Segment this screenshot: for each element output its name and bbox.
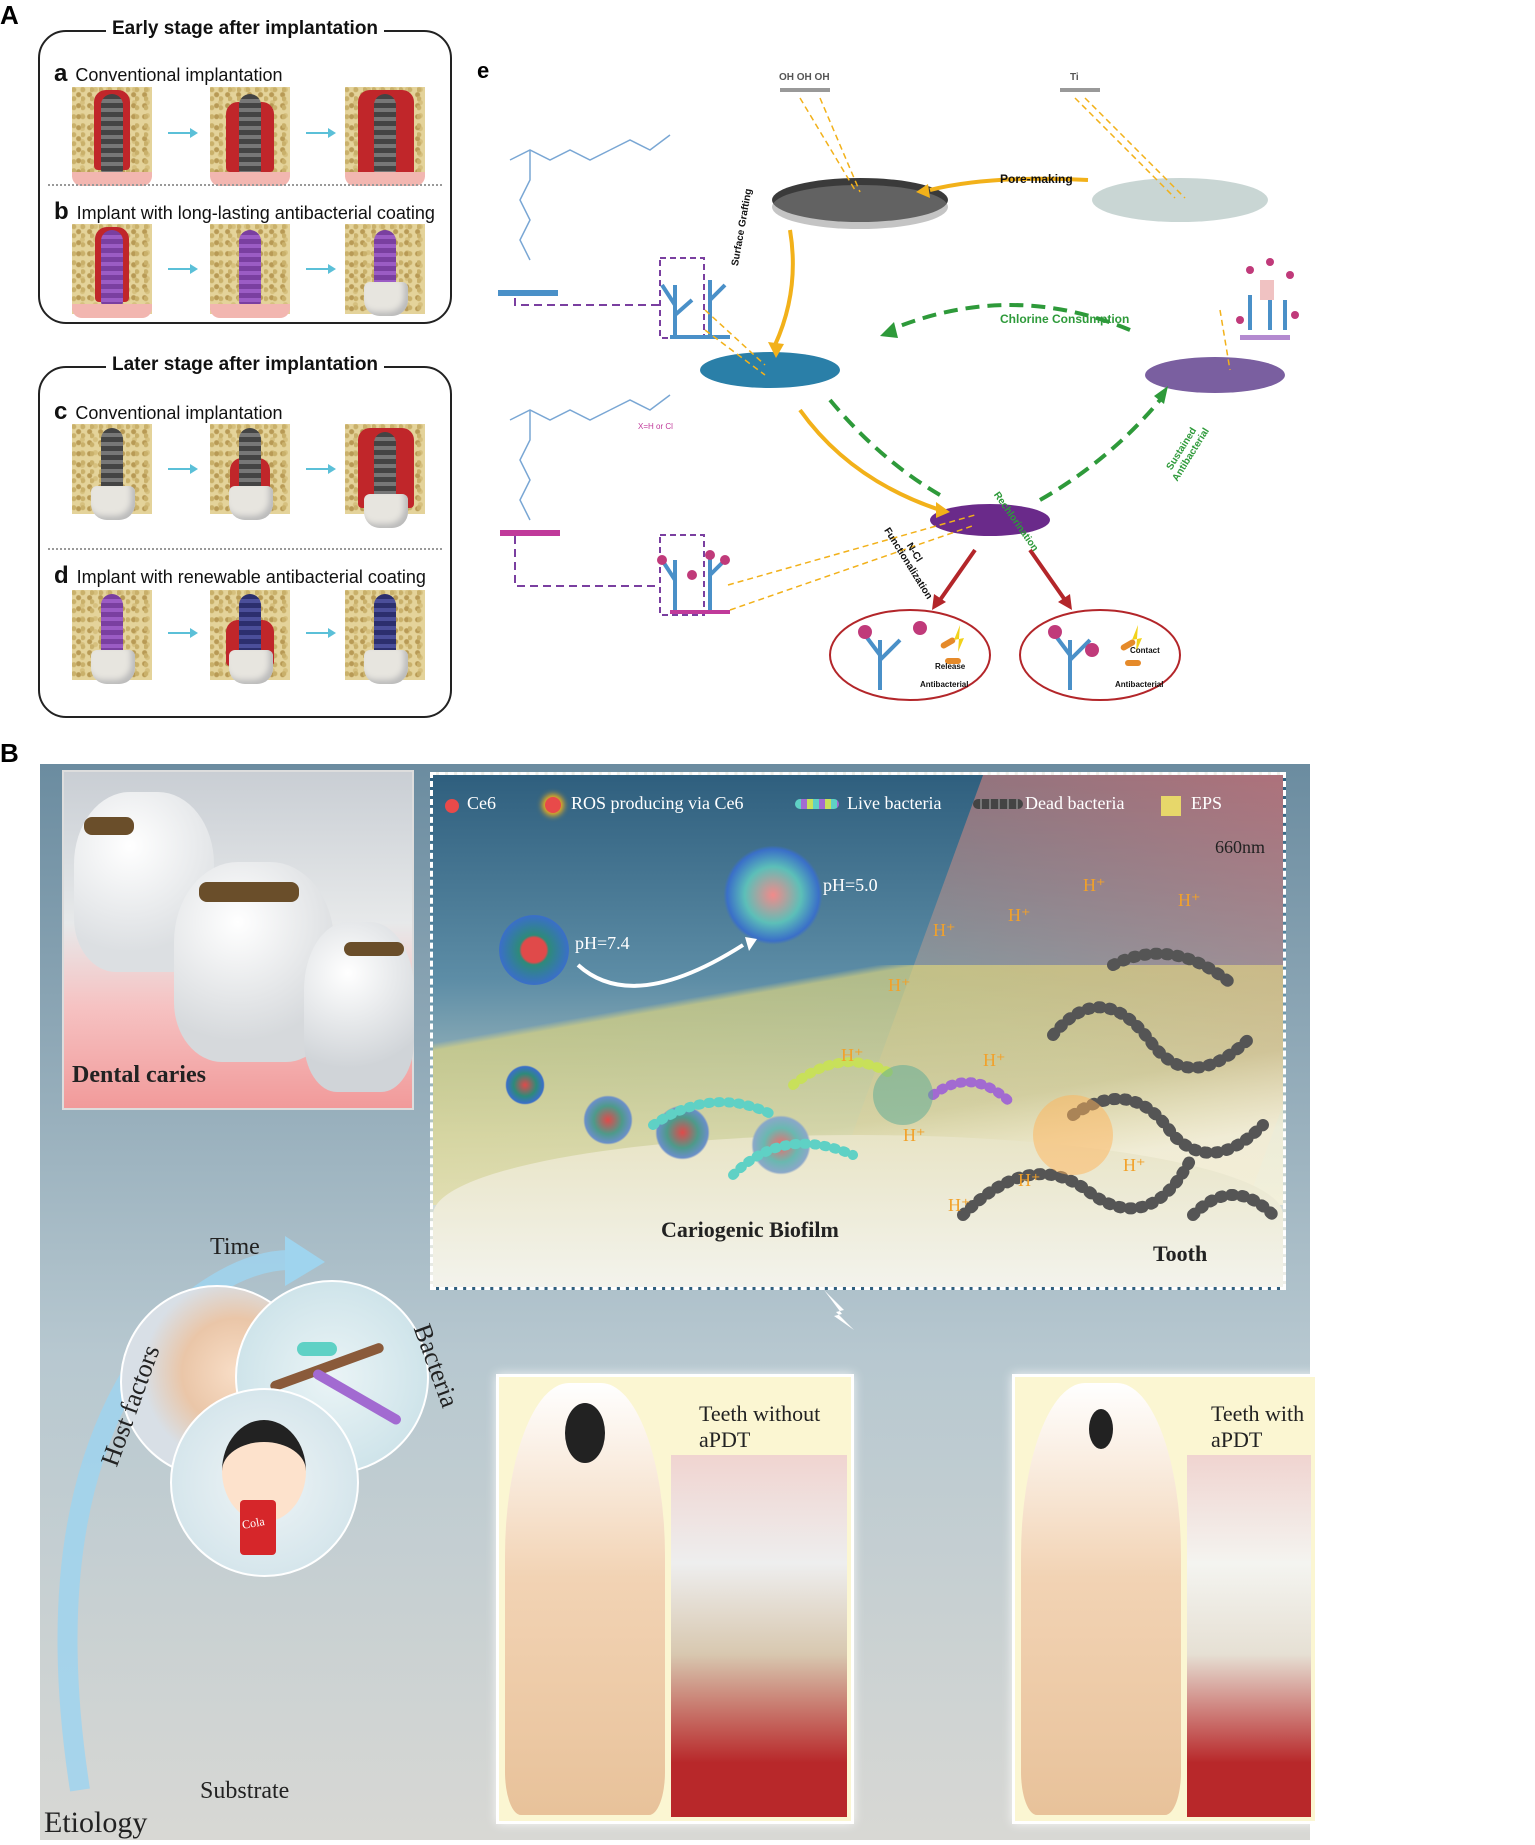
ph74-label: pH=7.4 bbox=[575, 933, 630, 953]
h-plus-label: H⁺ bbox=[903, 1125, 926, 1145]
legend: Ce6 ROS producing via Ce6 Live bacteria … bbox=[433, 793, 1283, 819]
h-plus-label: H⁺ bbox=[888, 975, 911, 995]
h-plus-label: H⁺ bbox=[948, 1195, 971, 1215]
eps-icon bbox=[1161, 796, 1181, 816]
without-apdt-label: Teeth without aPDT bbox=[699, 1401, 821, 1452]
chlorine-consumption-arrow bbox=[889, 303, 1131, 332]
n-cl-arrow bbox=[798, 408, 941, 512]
ti-disc bbox=[1092, 178, 1268, 222]
teeth-photo-without bbox=[671, 1455, 847, 1817]
tooth-diagram-treated bbox=[1021, 1383, 1181, 1815]
h-plus-label: H⁺ bbox=[933, 920, 956, 940]
xh-label: X=H or Cl bbox=[638, 422, 673, 431]
dental-caries-label: Dental caries bbox=[72, 1062, 206, 1088]
tooth-label: Tooth bbox=[1153, 1241, 1208, 1266]
panel-b-letter: B bbox=[0, 738, 19, 768]
h-plus-label: H⁺ bbox=[841, 1045, 864, 1065]
ce6-icon bbox=[445, 799, 459, 813]
h-plus-label: H⁺ bbox=[1008, 905, 1031, 925]
ph50-label: pH=5.0 bbox=[823, 875, 878, 895]
early-stage-title: Early stage after implantation bbox=[40, 18, 450, 40]
sustained-arrow bbox=[1039, 398, 1162, 502]
ti-label: Ti bbox=[1070, 72, 1079, 83]
polymer-structure-top bbox=[509, 134, 671, 261]
wavelength-label: 660nm bbox=[1214, 837, 1265, 857]
oh-label: OH OH OH bbox=[779, 72, 830, 83]
h-plus-label: H⁺ bbox=[983, 1050, 1006, 1070]
divider bbox=[48, 184, 442, 186]
antibacterial-label-2: Antibacterial bbox=[1115, 680, 1164, 689]
brush-box-bottom bbox=[659, 534, 705, 616]
release-label: Release bbox=[935, 662, 966, 671]
brush-blue-icon bbox=[660, 280, 727, 335]
legend-eps: EPS bbox=[1191, 793, 1223, 813]
polymer-structure-bottom bbox=[509, 394, 671, 521]
time-label: Time bbox=[210, 1234, 260, 1260]
nanoparticle-74 bbox=[499, 915, 569, 985]
brush-box-top bbox=[659, 257, 705, 339]
consumed-disc bbox=[1145, 357, 1285, 393]
anchor-bar-blue bbox=[498, 290, 558, 296]
transition-arrow bbox=[576, 937, 757, 988]
tooth-diagram-decayed bbox=[505, 1383, 665, 1815]
legend-live: Live bacteria bbox=[847, 793, 942, 813]
panel-e-schematic bbox=[498, 88, 1299, 701]
bacteria-chains bbox=[648, 947, 1279, 1221]
panel-a-letter: A bbox=[0, 0, 19, 30]
legend-ros: ROS producing via Ce6 bbox=[571, 793, 744, 813]
live-bacteria-icon bbox=[795, 799, 839, 809]
panel-e-letter: e bbox=[477, 58, 490, 83]
teeth-photo-with bbox=[1187, 1455, 1311, 1817]
h-plus-label: H⁺ bbox=[1018, 1170, 1041, 1190]
chlorine-consumption-label: Chlorine Consumption bbox=[1000, 312, 1130, 326]
h-plus-label: H⁺ bbox=[1083, 875, 1106, 895]
particle-2 bbox=[583, 1095, 633, 1145]
nanoparticle-50 bbox=[723, 845, 823, 945]
consumed-bar bbox=[1240, 335, 1290, 340]
pore-making-arrow bbox=[929, 176, 1089, 192]
with-apdt-panel: Teeth with aPDT bbox=[1012, 1374, 1318, 1824]
dead-bacteria-icon bbox=[973, 799, 1023, 809]
particle-1 bbox=[505, 1065, 545, 1105]
anchor-bar-magenta bbox=[500, 530, 560, 536]
substrate-circle: Cola bbox=[170, 1388, 359, 1577]
h-plus-label: H⁺ bbox=[1178, 890, 1201, 910]
divider bbox=[48, 548, 442, 550]
cola-cup bbox=[240, 1500, 276, 1555]
dental-caries-photo: Dental caries bbox=[62, 770, 414, 1110]
surface-grafting-arrow bbox=[773, 229, 795, 346]
without-apdt-panel: Teeth without aPDT bbox=[496, 1374, 854, 1824]
brush-magenta-icon bbox=[660, 555, 727, 610]
biofilm-label: Cariogenic Biofilm bbox=[661, 1217, 839, 1242]
later-stage-title: Later stage after implantation bbox=[40, 354, 450, 376]
chlorinated-disc bbox=[930, 504, 1050, 536]
with-apdt-label: Teeth with aPDT bbox=[1211, 1401, 1305, 1452]
pore-making-label: Pore-making bbox=[1000, 172, 1073, 186]
contact-label: Contact bbox=[1130, 646, 1160, 655]
legend-dead: Dead bacteria bbox=[1025, 793, 1125, 813]
etiology-label: Etiology bbox=[44, 1806, 148, 1839]
lightning-icon bbox=[824, 1290, 854, 1330]
rechlorination-arrow bbox=[828, 398, 942, 497]
substrate-label: Substrate bbox=[200, 1778, 290, 1804]
ros-icon bbox=[545, 797, 561, 813]
legend-ce6: Ce6 bbox=[467, 793, 496, 813]
antibacterial-label-1: Antibacterial bbox=[920, 680, 969, 689]
grafted-disc bbox=[700, 352, 840, 388]
h-plus-label: H⁺ bbox=[1123, 1155, 1146, 1175]
mechanism-box: Ce6 ROS producing via Ce6 Live bacteria … bbox=[430, 772, 1286, 1290]
